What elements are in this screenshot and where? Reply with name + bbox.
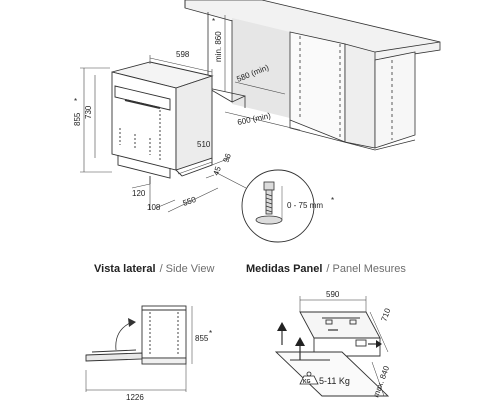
panel-heading: Medidas Panel / Panel Mesures — [246, 263, 406, 275]
dishwasher-isometric — [111, 61, 214, 184]
panel-710: 710 — [379, 307, 392, 323]
adjustable-foot-icon — [255, 181, 283, 225]
panel-590: 590 — [326, 290, 340, 299]
panel-title: Medidas Panel — [246, 263, 322, 275]
dim-min-860: min. 860 — [214, 31, 223, 62]
side-view-855-star: * — [209, 329, 212, 338]
foot-range-label: 0 - 75 mm — [287, 201, 323, 210]
dim-108: 108 — [147, 203, 161, 212]
panel-weight: 5-11 Kg — [319, 376, 350, 386]
side-view-subtitle: / Side View — [160, 263, 215, 275]
foot-range-star: * — [331, 196, 334, 205]
side-view-855: 855 — [195, 334, 209, 343]
dim-598: 598 — [176, 50, 190, 59]
dim-96: 96 — [221, 152, 233, 164]
dim-550: 550 — [182, 195, 198, 208]
panel-drawing — [274, 296, 390, 397]
dim-860-star: * — [212, 17, 215, 26]
side-view-title: Vista lateral — [94, 263, 156, 275]
side-view-heading: Vista lateral / Side View — [94, 263, 214, 275]
dim-600-min: 600 (min) — [237, 111, 272, 127]
svg-text:Medidas Panel/ Panel Mesures: Medidas Panel / Panel Mesures — [246, 263, 406, 275]
dim-120: 120 — [132, 189, 146, 198]
svg-text:Vista lateral/ Side View: Vista lateral / Side View — [94, 263, 214, 275]
countertop-and-cabinets — [184, 0, 441, 151]
weight-kg-icon-label: KG — [303, 379, 311, 385]
side-view-drawing — [85, 305, 193, 392]
dimension-lines — [80, 15, 301, 213]
side-view-1226: 1226 — [126, 393, 144, 400]
adjustable-foot-callout: 0 - 75 mm * — [214, 169, 334, 243]
weight-kg-icon: KG — [299, 371, 319, 385]
foot-detail-circle — [241, 169, 315, 243]
panel-subtitle: / Panel Mesures — [326, 263, 406, 275]
dim-45: 45 — [211, 165, 223, 177]
dim-855: 855 — [73, 112, 82, 126]
dim-510: 510 — [197, 140, 211, 149]
dim-730: 730 — [84, 105, 93, 119]
dim-855-star: * — [74, 97, 77, 106]
